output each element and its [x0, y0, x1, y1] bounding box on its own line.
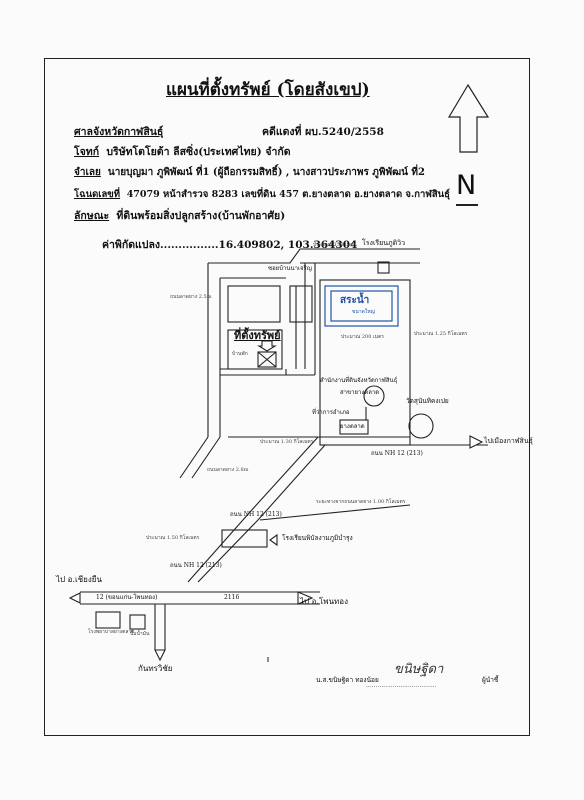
court-name: ศาลจังหวัดกาฬสินธุ์ — [74, 126, 164, 138]
coordinate-label: ค่าพิกัดแปลง — [102, 239, 161, 251]
court-label: ศาลจังหวัดกาฬสินธุ์ — [74, 127, 163, 138]
dist-200: ประมาณ 200 เมตร — [341, 334, 384, 340]
signature-dots: ..................................... — [366, 682, 437, 689]
dist-km-label: ระยะทางจากถนนลาดยาง 1.00 กิโลเมตร — [316, 499, 406, 505]
district-office-label: ที่ว่าการอำเภอ — [312, 409, 350, 416]
road-12-d: 12 (ขอนแก่น-โพนทอง) — [96, 594, 158, 601]
school-top-box — [377, 261, 390, 274]
north-label: N — [456, 170, 477, 201]
temple-circle — [408, 413, 434, 439]
to-chiangyuen-label: ไป อ.เชียงยืน — [56, 575, 102, 584]
road-12-a: ถนน NH 12 (213) — [371, 450, 423, 457]
nature-label: ลักษณะ — [74, 210, 110, 222]
nature-detail: ที่ดินพร้อมสิ่งปลูกสร้าง(บ้านพักอาศัย) — [116, 210, 286, 222]
plaintiff-line: โจทก์ บริษัทโตโยต้า ลีสซิ่ง(ประเทศไทย) จ… — [74, 147, 291, 158]
defendant-name: นายบุญมา ภูพิพัฒน์ ที่1 (ผู้ถือกรรมสิทธิ… — [107, 167, 425, 178]
house-label: บ้านพัก — [232, 351, 248, 357]
property-label: ที่ตั้งทรัพย์ — [234, 329, 281, 342]
dist-top: ประมาณ 150 เมตร — [313, 242, 356, 248]
signer-role: ผู้นำชี้ — [482, 676, 499, 684]
road-a-label: ถนนลาดยาง 2.5m — [170, 294, 212, 300]
plaintiff-name: บริษัทโตโยต้า ลีสซิ่ง(ประเทศไทย) จำกัด — [106, 146, 291, 158]
road-12-c: ถนน NH 12 (213) — [170, 562, 222, 569]
road-2116: 2116 — [224, 594, 240, 601]
plaintiff-label: โจทก์ — [74, 146, 100, 158]
coordinate-value: 16.409802, 103.364304 — [218, 239, 358, 251]
nature-line: ลักษณะ ที่ดินพร้อมสิ่งปลูกสร้าง(บ้านพักอ… — [74, 211, 285, 222]
pond-sublabel: ขนาดใหญ่ — [352, 309, 375, 315]
defendant-label: จำเลย — [74, 167, 101, 178]
block-a — [227, 285, 281, 323]
coordinate-dots: ................ — [160, 239, 219, 251]
signer-name: น.ส.ขนิษฐิดา ทองน้อย — [316, 676, 379, 684]
block-b — [289, 285, 313, 323]
hospital-box — [95, 611, 121, 629]
district-office-label-2: ยางตลาด — [340, 423, 365, 430]
dist-130: ประมาณ 1.30 กิโลเมตร — [260, 439, 314, 445]
kantharawichai-label: กันทรวิชัย — [138, 664, 173, 673]
to-phonthong-label: ไป อ.โพนทอง — [300, 597, 349, 606]
land-office-label: สำนักงานที่ดินจังหวัดกาฬสินธุ์ — [320, 377, 398, 384]
document-frame — [44, 58, 530, 736]
page-title: แผนที่ตั้งทรัพย์ (โดยสังเขป) — [166, 80, 370, 100]
road-b-label: ถนนลาดยาง 2.8m — [207, 467, 249, 473]
dist-125: ประมาณ 1.25 กิโลเมตร — [414, 331, 468, 337]
dist-150: ประมาณ 1.50 กิโลเมตร — [146, 535, 200, 541]
to-kalasin-label: ไปเมืองกาฬสินธุ์ — [484, 437, 533, 445]
temple-label: วัดสุนันทิคงเปย — [406, 397, 449, 405]
deed-label: โฉนดเลขที่ — [74, 189, 121, 200]
deed-line: โฉนดเลขที่ 47079 หน้าสำรวจ 8283 เลขที่ดิ… — [74, 190, 450, 200]
road-12-b: ถนน NH 12 (213) — [230, 511, 282, 518]
case-number: คดีแดงที่ ผบ.5240/2558 — [262, 126, 384, 138]
hospital-label: โรงพยาบาลยางตลาด — [88, 629, 135, 635]
signature-scribble: ขนิษฐิดา — [394, 662, 444, 677]
gas-label: ปั๊มน้ำมัน — [130, 631, 150, 637]
deed-detail: 47079 หน้าสำรวจ 8283 เลขที่ดิน 457 ต.ยาง… — [126, 189, 450, 200]
north-underline — [456, 204, 478, 206]
land-office-label-2: สาขายางตลาด — [340, 389, 380, 396]
school-box — [221, 529, 268, 548]
defendant-line: จำเลย นายบุญมา ภูพิพัฒน์ ที่1 (ผู้ถือกรร… — [74, 168, 425, 178]
pond-label: สระน้ำ — [340, 295, 370, 306]
soi-label: ซอยบ้านนาเจริญ — [268, 265, 312, 272]
school-top-label: โรงเรียนภูติวิว — [362, 239, 405, 247]
school-bottom-label: โรงเรียนพิบัลงามภูมิบำรุง — [282, 534, 353, 542]
station-box — [129, 614, 146, 630]
district-office-box — [339, 419, 369, 435]
land-office-circle — [363, 385, 385, 407]
coordinate-line: ค่าพิกัดแปลง................16.409802, 1… — [102, 240, 357, 251]
